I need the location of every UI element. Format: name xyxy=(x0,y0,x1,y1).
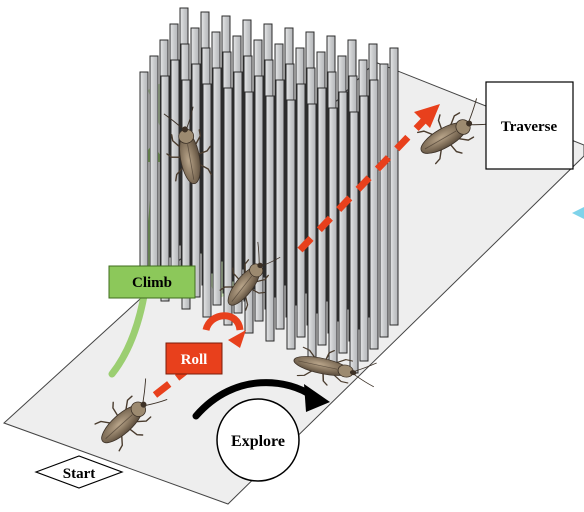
traverse-text: Traverse xyxy=(501,119,558,135)
grass-pillar xyxy=(317,87,327,346)
grass-pillar xyxy=(338,91,348,354)
traverse-label: Traverse xyxy=(485,81,574,170)
roll-arrow xyxy=(152,104,440,398)
grass-pillar xyxy=(349,111,359,374)
climb-label: Climb xyxy=(108,265,196,299)
grass-pillar xyxy=(170,59,180,290)
grass-pillar xyxy=(359,95,369,362)
roll-label: Roll xyxy=(165,342,223,375)
grass-pillar xyxy=(223,87,233,326)
grass-pillar xyxy=(307,103,317,358)
explore-text: Explore xyxy=(231,433,285,450)
grass-pillar xyxy=(275,79,285,330)
grass-pillar xyxy=(202,83,212,318)
grass-pillar xyxy=(265,95,275,342)
grass-pillar xyxy=(212,67,222,306)
grass-pillar xyxy=(286,99,296,350)
grass-pillar xyxy=(139,71,149,294)
grass-pillar xyxy=(328,107,338,366)
grass-pillar xyxy=(379,63,389,338)
grass-pillar xyxy=(233,71,243,314)
grass-pillars xyxy=(139,7,399,374)
explore-arrow xyxy=(192,379,330,420)
grass-pillar xyxy=(254,75,264,322)
grass-pillar xyxy=(389,47,399,326)
grass-pillar xyxy=(244,91,254,334)
climb-text: Climb xyxy=(132,275,172,291)
roll-text: Roll xyxy=(181,352,208,368)
grass-pillar xyxy=(181,79,191,310)
grass-pillar xyxy=(369,79,379,350)
traverse-hint-arrow xyxy=(572,207,584,219)
start-text: Start xyxy=(63,466,96,482)
grass-pillar xyxy=(149,55,159,282)
grass-pillar xyxy=(160,75,170,302)
start-label: Start xyxy=(34,455,124,489)
explore-label: Explore xyxy=(216,398,300,482)
grass-pillar xyxy=(296,83,306,338)
